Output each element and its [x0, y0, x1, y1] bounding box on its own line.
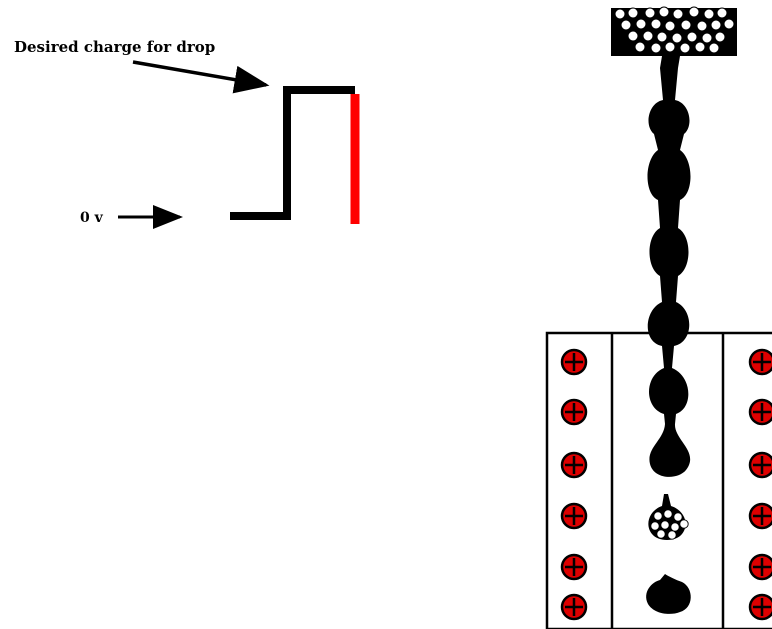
bubble	[650, 521, 660, 531]
bubble	[634, 41, 646, 53]
desired-charge-label: Desired charge for drop	[14, 38, 215, 56]
charge-waveform-panel: Desired charge for drop 0 v	[14, 38, 360, 229]
liquid-drop-icon	[646, 574, 691, 614]
bubble	[716, 7, 728, 19]
electrode-ions-left	[560, 348, 588, 621]
bubble	[723, 18, 735, 30]
bubble	[650, 42, 662, 54]
positive-ion-icon	[560, 553, 588, 581]
bubble	[642, 30, 654, 42]
positive-ion-icon	[748, 553, 772, 581]
positive-ion-icon	[560, 398, 588, 426]
positive-ion-icon	[560, 451, 588, 479]
bubble	[627, 30, 639, 42]
bubble	[672, 8, 684, 20]
bubble	[701, 32, 713, 44]
positive-ion-icon	[748, 502, 772, 530]
bubble	[703, 8, 715, 20]
bubble	[650, 18, 662, 30]
voltage-waveform	[230, 86, 355, 220]
bubble	[664, 41, 676, 53]
positive-ion-icon	[560, 348, 588, 376]
bubble	[614, 8, 626, 20]
bubble	[686, 31, 698, 43]
bubble	[688, 6, 700, 18]
bubble	[671, 32, 683, 44]
bubble	[644, 7, 656, 19]
bubble	[620, 19, 632, 31]
desired-charge-arrow	[132, 60, 270, 94]
bubble	[670, 522, 680, 532]
bubble	[635, 18, 647, 30]
bubble	[673, 512, 683, 522]
bubble	[653, 511, 663, 521]
bubble	[679, 42, 691, 54]
bubble	[658, 6, 670, 18]
bubble	[694, 41, 706, 53]
nozzle-assembly	[545, 6, 772, 629]
charged-bubbly-drop	[648, 494, 689, 540]
positive-ion-icon	[560, 502, 588, 530]
electrode-chamber	[545, 331, 772, 629]
liquid-stream	[647, 56, 691, 477]
bubble	[710, 19, 722, 31]
reservoir-bubbles	[614, 6, 735, 54]
bubble	[708, 42, 720, 54]
positive-ion-icon	[560, 593, 588, 621]
positive-ion-icon	[748, 593, 772, 621]
electrode-ions-right	[748, 348, 772, 621]
bubble	[679, 519, 689, 529]
bubble	[663, 509, 673, 519]
positive-ion-icon	[748, 398, 772, 426]
bubble	[627, 7, 639, 19]
bubble	[656, 529, 666, 539]
bubble	[696, 20, 708, 32]
positive-ion-icon	[748, 348, 772, 376]
bubble	[660, 520, 670, 530]
zero-volt-label: 0 v	[80, 210, 104, 226]
bubble	[664, 20, 676, 32]
bubble	[714, 31, 726, 43]
bubble	[680, 19, 692, 31]
positive-ion-icon	[748, 451, 772, 479]
bubble	[656, 31, 668, 43]
bubble	[667, 530, 677, 540]
